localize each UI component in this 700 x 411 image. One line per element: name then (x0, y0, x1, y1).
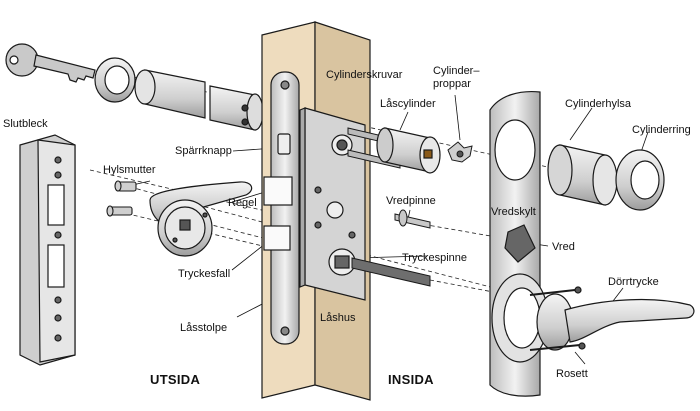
label-lascylinder: Låscylinder (380, 98, 436, 110)
label-cylinderskruvar: Cylinderskruvar (326, 69, 403, 81)
outside-lever (149, 181, 253, 257)
faceplate (263, 71, 300, 345)
cylinder-sleeve (547, 144, 665, 211)
label-vred: Vred (552, 241, 575, 253)
label-lasstolpe: Låsstolpe (180, 322, 228, 334)
label-vredpinne: Vredpinne (386, 195, 436, 207)
label-tryckespinne: Tryckespinne (402, 252, 468, 264)
outside-cylinder (94, 57, 264, 131)
label-cylinderproppar-1: Cylinder– (433, 65, 480, 77)
key (5, 43, 96, 83)
inside-plate (489, 90, 549, 397)
label-tryckesfall: Tryckesfall (178, 268, 231, 280)
lock-body (299, 107, 366, 301)
label-insida: INSIDA (388, 372, 434, 387)
label-cylinderhylsa: Cylinderhylsa (565, 98, 632, 110)
strike-plate (19, 134, 76, 366)
label-slutbleck: Slutbleck (3, 118, 48, 130)
label-lashus: Låshus (320, 312, 356, 324)
label-regel: Regel (228, 197, 257, 209)
label-hylsmutter: Hylsmutter (103, 164, 156, 176)
inside-lever (529, 286, 695, 351)
label-sparrknapp: Spärrknapp (175, 145, 232, 157)
label-rosett: Rosett (556, 368, 588, 380)
label-utsida: UTSIDA (150, 372, 201, 387)
label-cylinderring: Cylinderring (632, 124, 691, 136)
label-dorrtrycke: Dörrtrycke (608, 276, 659, 288)
turn-spindle (394, 209, 431, 229)
label-cylinderproppar-2: proppar (433, 78, 471, 90)
cylinder-plugs (447, 141, 473, 163)
sleeve-nuts (106, 180, 137, 217)
lever-spindle (351, 257, 431, 287)
label-vredskylt: Vredskylt (491, 206, 536, 218)
inside-cylinder (376, 127, 441, 174)
